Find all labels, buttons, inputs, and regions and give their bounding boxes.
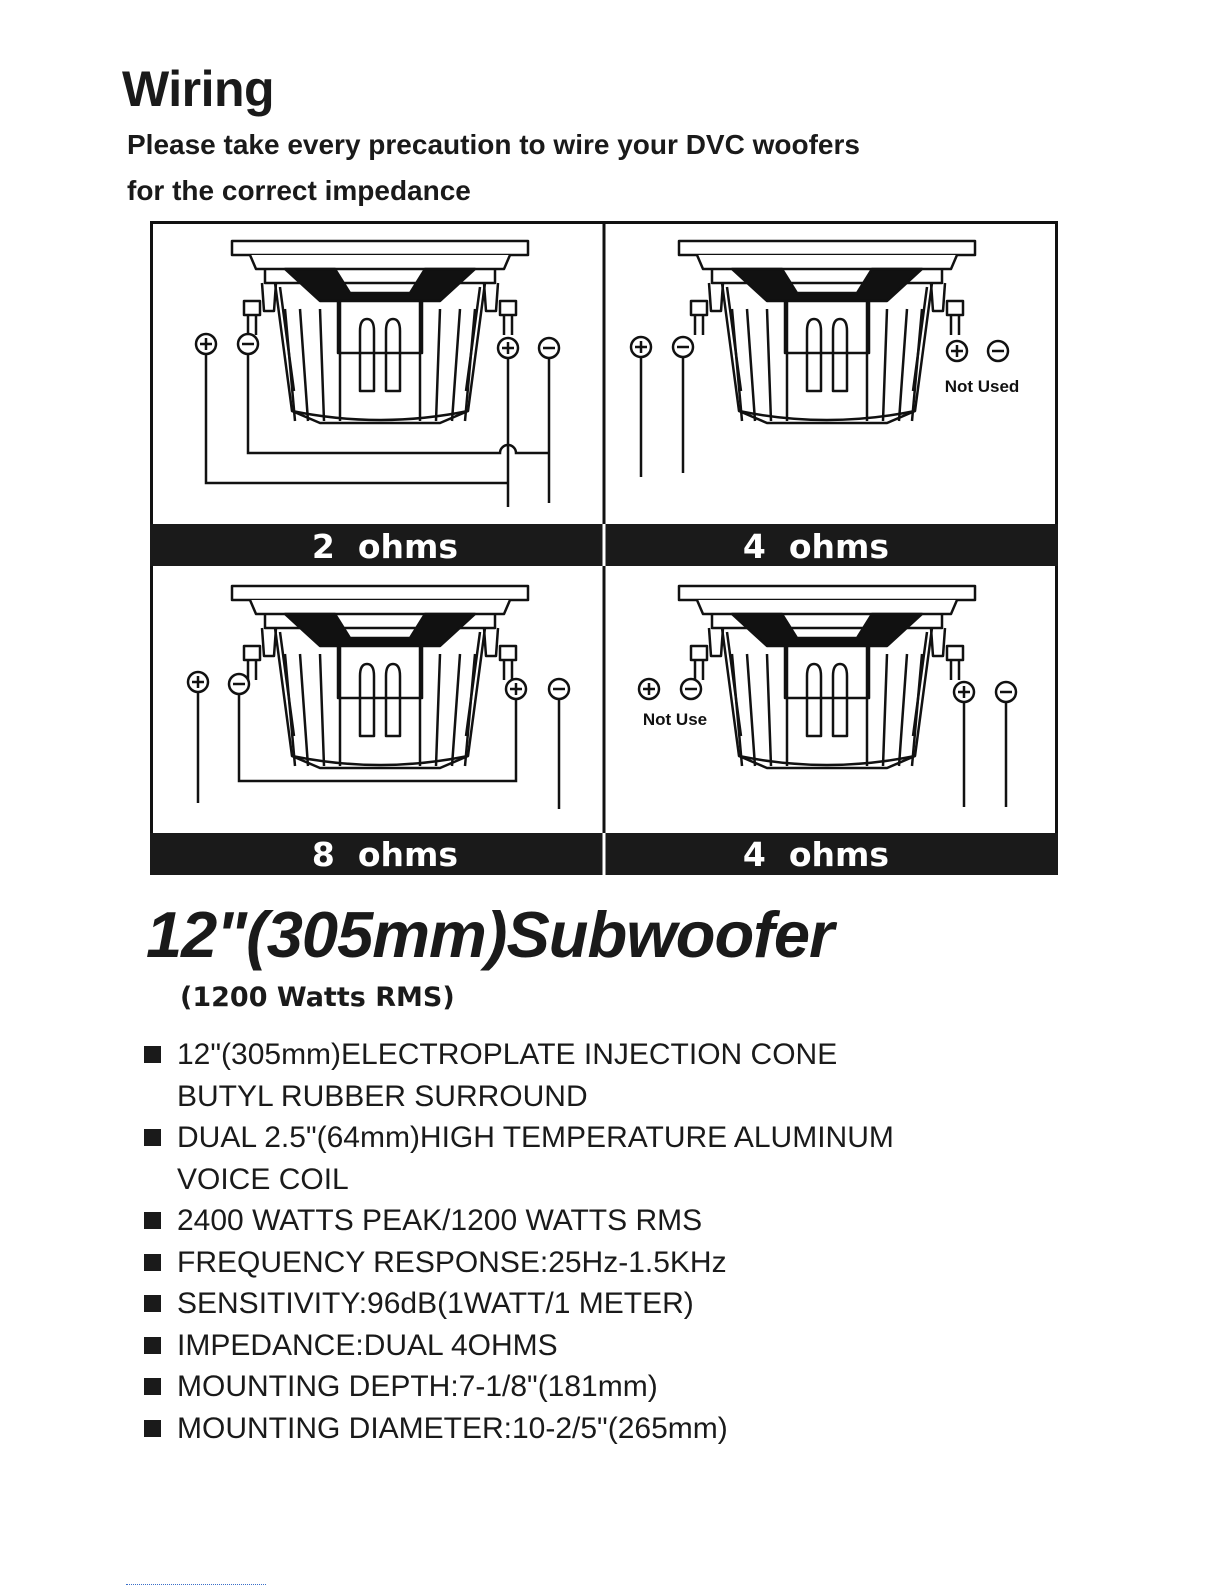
plus-terminal-icon [952, 680, 976, 704]
minus-terminal-icon [236, 332, 260, 356]
not-use-label: Not Use [643, 710, 707, 729]
spec-item: SENSITIVITY:96dB(1WATT/1 METER) [144, 1283, 894, 1325]
minus-terminal-icon [679, 677, 703, 701]
wiring-diagram: Not Used Not Use 2 ohms 4 ohms 8 ohms 4 … [150, 221, 1058, 875]
wire-paths [962, 702, 1008, 807]
intro-line-2: for the correct impedance [127, 175, 471, 206]
bullet-square-icon [144, 1212, 161, 1229]
intro-line-1: Please take every precaution to wire you… [127, 129, 860, 160]
wire-paths [639, 357, 685, 477]
spec-item: DUAL 2.5"(64mm)HIGH TEMPERATURE ALUMINUM… [144, 1117, 894, 1200]
minus-terminal-icon [537, 336, 561, 360]
wire-paths [204, 354, 551, 507]
not-used-label: Not Used [945, 377, 1020, 396]
plus-terminal-icon [194, 332, 218, 356]
spec-item: FREQUENCY RESPONSE:25Hz-1.5KHz [144, 1242, 894, 1284]
spec-item: IMPEDANCE:DUAL 4OHMS [144, 1325, 894, 1367]
minus-terminal-icon [986, 339, 1010, 363]
spec-item: 2400 WATTS PEAK/1200 WATTS RMS [144, 1200, 894, 1242]
plus-terminal-icon [637, 677, 661, 701]
spec-item: MOUNTING DIAMETER:10-2/5"(265mm) [144, 1408, 894, 1450]
ohms-label-8: 8 ohms [312, 835, 458, 874]
panel-8-ohms [186, 584, 571, 809]
plus-terminal-icon [186, 670, 210, 694]
plus-terminal-icon [504, 677, 528, 701]
bullet-square-icon [144, 1295, 161, 1312]
bullet-square-icon [144, 1419, 161, 1437]
product-title: 12"(305mm)Subwoofer [146, 898, 834, 971]
panel-2-ohms [194, 239, 561, 507]
product-subtitle: (1200 Watts RMS) [180, 982, 455, 1013]
intro-text: Please take every precaution to wire you… [127, 122, 1027, 214]
plus-terminal-icon [629, 335, 653, 359]
minus-terminal-icon [671, 335, 695, 359]
ohms-label-4b: 4 ohms [743, 835, 889, 874]
panel-4-ohms-b: Not Use [637, 584, 1018, 807]
bullet-square-icon [144, 1336, 161, 1354]
wire-paths [196, 692, 561, 809]
panel-4-ohms-a: Not Used [629, 239, 1020, 477]
bullet-square-icon [144, 1253, 161, 1271]
ohms-label-2: 2 ohms [312, 527, 458, 566]
spec-item: MOUNTING DEPTH:7-1/8"(181mm) [144, 1366, 894, 1408]
bullet-square-icon [144, 1378, 161, 1395]
bullet-square-icon [144, 1129, 161, 1146]
page-heading: Wiring [122, 61, 275, 117]
minus-terminal-icon [547, 677, 571, 701]
plus-terminal-icon [945, 339, 969, 363]
minus-terminal-icon [994, 680, 1018, 704]
plus-terminal-icon [496, 336, 520, 360]
bullet-square-icon [144, 1046, 161, 1063]
ohms-label-4a: 4 ohms [743, 527, 889, 566]
minus-terminal-icon [227, 672, 251, 696]
